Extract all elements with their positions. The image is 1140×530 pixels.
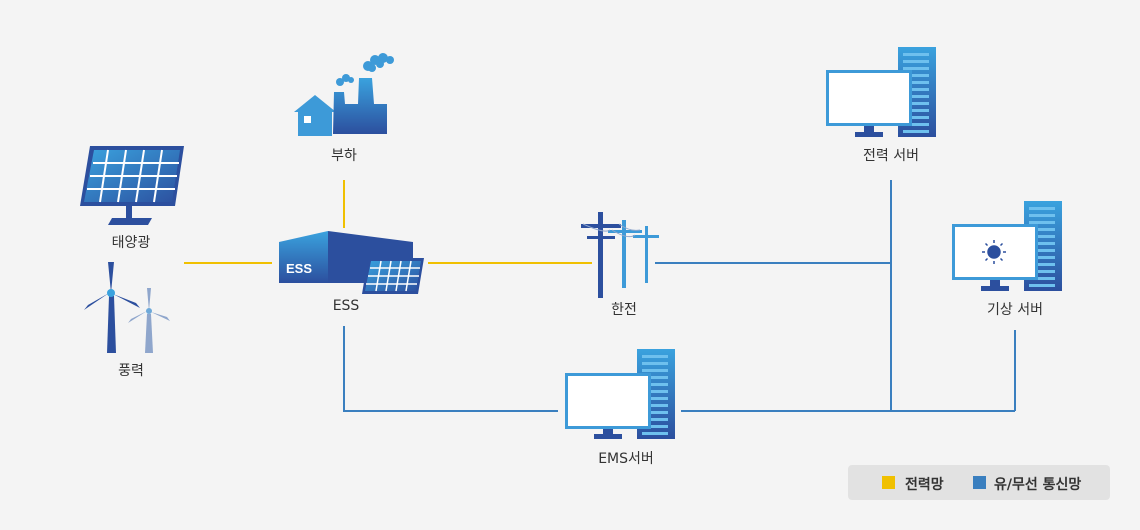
weather-server-icon [952, 201, 1062, 291]
legend: 전력망 유/무선 통신망 [848, 465, 1110, 500]
ess-box-label: ESS [286, 261, 312, 276]
legend-comm-swatch [973, 476, 986, 489]
power-server-icon [826, 47, 936, 137]
kepco-label: 한전 [611, 302, 637, 318]
weather-server-label: 기상 서버 [987, 302, 1043, 318]
factory-icon [294, 53, 394, 136]
ems-server-label: EMS서버 [598, 451, 654, 467]
power-lines [184, 180, 592, 264]
wind-turbine-icon [84, 262, 170, 353]
sun-icon [982, 240, 1006, 264]
server-rack-slots [903, 53, 929, 133]
legend-power-label: 전력망 [905, 477, 944, 493]
solar-panel-icon [80, 146, 184, 225]
utility-pole-icon [581, 212, 659, 298]
ess-label: ESS [332, 298, 360, 314]
legend-power-swatch [882, 476, 895, 489]
ess-icon: ESS [279, 231, 424, 294]
comm-line-ess-ems [343, 326, 558, 412]
wind-label: 풍력 [118, 363, 144, 379]
comm-lines [343, 180, 1016, 412]
power-server-label: 전력 서버 [863, 148, 919, 164]
solar-label: 태양광 [111, 235, 151, 251]
load-label: 부하 [331, 148, 357, 164]
ems-server-icon [565, 349, 675, 439]
legend-comm-label: 유/무선 통신망 [994, 477, 1082, 493]
